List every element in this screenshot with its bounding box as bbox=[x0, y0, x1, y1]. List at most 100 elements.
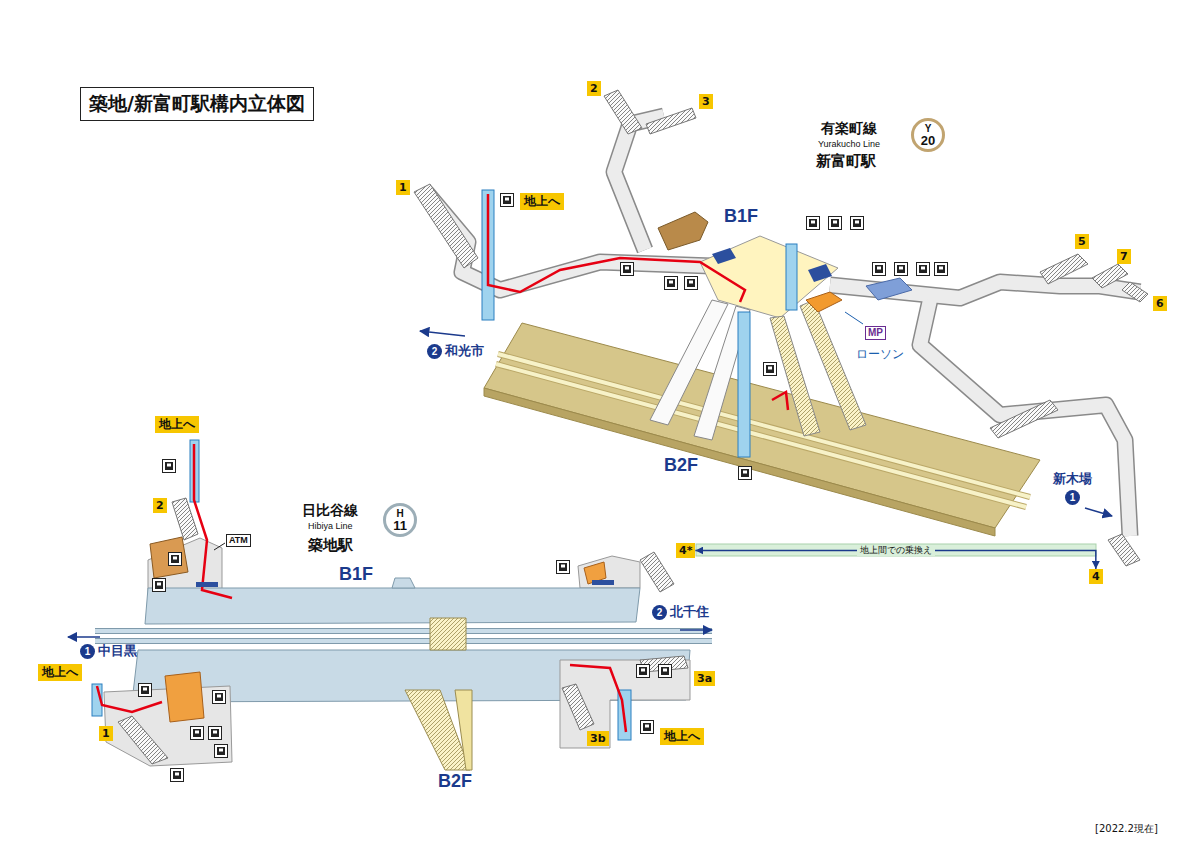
wheelchair-icon bbox=[215, 745, 228, 758]
elevator-icon bbox=[764, 363, 777, 376]
ticket-office bbox=[165, 672, 204, 722]
facility-icon bbox=[851, 217, 864, 230]
ticket-gate bbox=[808, 264, 832, 282]
line-name-en: Hibiya Line bbox=[308, 521, 353, 531]
direction-arrow bbox=[68, 636, 100, 638]
facility-icon bbox=[139, 684, 152, 697]
concourse bbox=[578, 556, 640, 588]
barrier-free-route bbox=[772, 392, 788, 410]
line-badge-text: Y bbox=[925, 124, 932, 134]
to-street-sign-text: 地上へ bbox=[159, 417, 195, 431]
exit-number-text: 1 bbox=[399, 181, 407, 194]
facility-icon bbox=[917, 263, 930, 276]
toilet-block bbox=[866, 278, 912, 300]
exit-number: 4 bbox=[1089, 569, 1103, 584]
shop-logo-text: MP bbox=[868, 327, 883, 338]
station-name: 新富町駅 bbox=[816, 152, 876, 171]
exit-number-text: 2 bbox=[590, 82, 598, 95]
exit-stairs bbox=[604, 90, 642, 134]
toilet-icon bbox=[895, 263, 908, 276]
line-name-en: Yurakucho Line bbox=[818, 139, 880, 149]
phone-icon bbox=[171, 769, 184, 782]
phone-icon bbox=[807, 217, 820, 230]
direction-sign-text: 中目黒 bbox=[98, 642, 137, 660]
exit-stairs bbox=[118, 716, 168, 764]
station-name: 築地駅 bbox=[308, 536, 353, 555]
direction-sign-text: 1 bbox=[1065, 490, 1080, 505]
facility-icon bbox=[685, 277, 698, 290]
ticket-gate bbox=[196, 582, 218, 587]
direction-sign-text: 新木場 bbox=[1053, 470, 1092, 488]
toilet-icon bbox=[191, 727, 204, 740]
leader-line bbox=[214, 543, 225, 550]
station-office bbox=[150, 537, 188, 578]
track bbox=[95, 629, 712, 633]
direction-sign-text: 1 bbox=[80, 644, 95, 659]
floor-label: B2F bbox=[438, 771, 472, 792]
line-name: 有楽町線 bbox=[821, 120, 877, 138]
ticket-office bbox=[806, 292, 842, 312]
exit-number-text: 3a bbox=[697, 672, 712, 685]
direction-arrow bbox=[680, 629, 712, 631]
direction-sign: 2北千住 bbox=[652, 603, 709, 621]
shop-name: ローソン bbox=[856, 346, 904, 363]
toilet-icon bbox=[209, 727, 222, 740]
floor-label: B1F bbox=[724, 206, 758, 227]
track bbox=[496, 364, 1026, 507]
exit-number: 4* bbox=[676, 543, 695, 558]
line-badge: H11 bbox=[383, 503, 417, 537]
barrier-free-route bbox=[488, 194, 745, 302]
elevator-icon bbox=[163, 460, 176, 473]
exit-stairs bbox=[1122, 282, 1148, 302]
facility-icon bbox=[637, 665, 650, 678]
line-badge-text: H bbox=[396, 509, 403, 519]
platform-slab bbox=[392, 578, 415, 588]
exit-number-text: 2 bbox=[156, 499, 164, 512]
exit-stairs bbox=[1040, 254, 1088, 284]
exit-number-text: 3b bbox=[590, 732, 606, 745]
line-badge: Y20 bbox=[911, 118, 945, 152]
leader-line bbox=[845, 312, 863, 324]
exit-number: 6 bbox=[1153, 296, 1167, 311]
direction-sign-text: 2 bbox=[427, 344, 442, 359]
stairs bbox=[430, 618, 466, 650]
corridor bbox=[426, 192, 712, 290]
facility-icon bbox=[557, 561, 570, 574]
floor-label: B2F bbox=[664, 455, 698, 476]
exit-number: 1 bbox=[99, 726, 113, 741]
ticket-gate bbox=[592, 580, 614, 585]
exit-number: 1 bbox=[396, 180, 410, 195]
shop-logo: MP bbox=[865, 326, 886, 340]
direction-arrow bbox=[1085, 508, 1112, 516]
barrier-free-route bbox=[570, 665, 626, 732]
track bbox=[95, 638, 712, 644]
direction-sign: 1中目黒 bbox=[80, 642, 137, 660]
facility-icon bbox=[935, 263, 948, 276]
toilet-icon bbox=[873, 263, 886, 276]
to-street-sign-text: 地上へ bbox=[42, 665, 78, 679]
exit-stairs bbox=[1108, 534, 1140, 566]
exit-stairs bbox=[562, 684, 594, 730]
corridor bbox=[920, 300, 1130, 536]
to-street-sign: 地上へ bbox=[38, 664, 82, 681]
to-street-sign: 地上へ bbox=[155, 416, 199, 433]
exit-number: 3 bbox=[699, 94, 713, 109]
to-street-sign: 地上へ bbox=[660, 728, 704, 745]
exit-number-text: 7 bbox=[1120, 250, 1128, 263]
elevator-shaft bbox=[738, 312, 750, 457]
exit-stairs bbox=[1092, 264, 1128, 288]
atm-sign: ATM bbox=[226, 534, 251, 547]
exit-number: 5 bbox=[1075, 234, 1089, 249]
track bbox=[496, 364, 1026, 507]
exit-number-text: 4 bbox=[1092, 570, 1100, 583]
stairs bbox=[990, 400, 1058, 438]
barrier-free-route bbox=[97, 686, 162, 712]
exit-number: 7 bbox=[1117, 249, 1131, 264]
floor-label: B1F bbox=[339, 564, 373, 585]
track bbox=[95, 628, 712, 634]
stairs bbox=[455, 690, 472, 770]
escalator bbox=[800, 300, 866, 430]
concourse bbox=[148, 538, 222, 595]
platform-slab bbox=[484, 323, 1040, 528]
corridor bbox=[426, 192, 712, 290]
